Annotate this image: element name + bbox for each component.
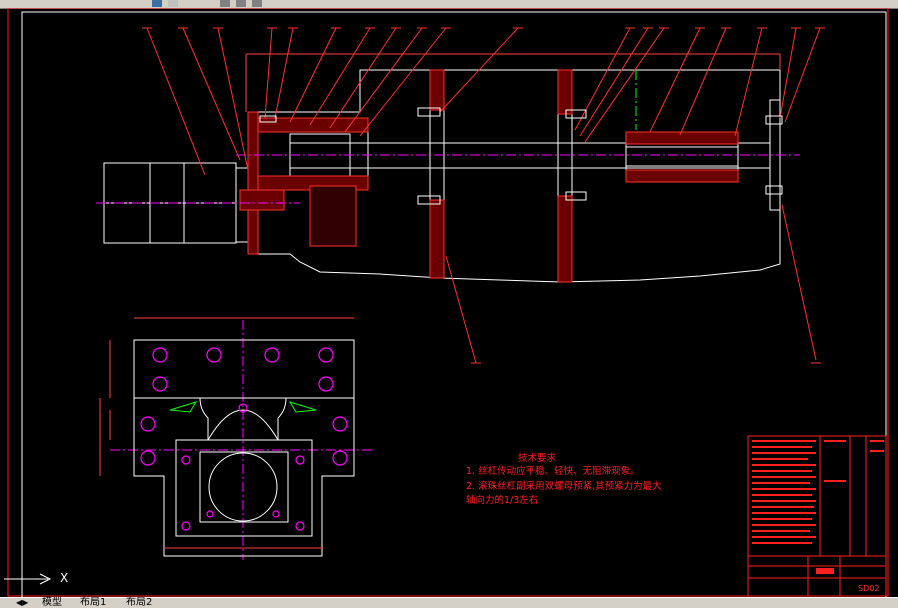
- sheet-outer-border: [7, 8, 889, 597]
- tab-model[interactable]: 模型: [42, 597, 62, 608]
- leader-lines: [146, 27, 821, 364]
- fasteners: [259, 107, 783, 205]
- assembly-hatching: [239, 69, 739, 283]
- tech-line-3: 轴向力的1/3左右: [466, 495, 539, 506]
- tab-layout2[interactable]: 布局2: [126, 597, 153, 608]
- flange-holes: [140, 347, 348, 531]
- drawing-canvas[interactable]: [0, 8, 898, 597]
- ucs-icon: [4, 573, 52, 585]
- flange-view: [99, 317, 355, 557]
- tab-layout1[interactable]: 布局1: [80, 597, 107, 608]
- title-block-rows: [752, 440, 884, 574]
- center-lines: [96, 70, 800, 560]
- layout-tabbar: ◀▶ 模型 布局1 布局2: [0, 597, 898, 608]
- section-arrows: [169, 401, 317, 413]
- sheet-inner-border: [21, 11, 887, 597]
- title-block: [747, 435, 887, 597]
- toolbar-icon-5[interactable]: [252, 0, 262, 7]
- tech-line-2: 2. 滚珠丝杠副采用双螺母预紧,其预紧力为最大: [466, 481, 662, 492]
- balloon-ticks: [142, 27, 825, 364]
- tech-line-1: 1. 丝杠传动应平稳、轻快、无阻滞现象。: [466, 466, 640, 477]
- toolbar-icon-4[interactable]: [236, 0, 246, 7]
- toolbar-icon-2[interactable]: [168, 0, 178, 7]
- ucs-axis-label: X: [60, 571, 69, 585]
- toolbar-icon-3[interactable]: [220, 0, 230, 7]
- tab-scroll-left[interactable]: ◀▶: [16, 598, 29, 608]
- tech-title: 技术要求: [518, 453, 557, 464]
- toolbar-icon-1[interactable]: [152, 0, 162, 7]
- sheet-id: SD02: [858, 584, 880, 593]
